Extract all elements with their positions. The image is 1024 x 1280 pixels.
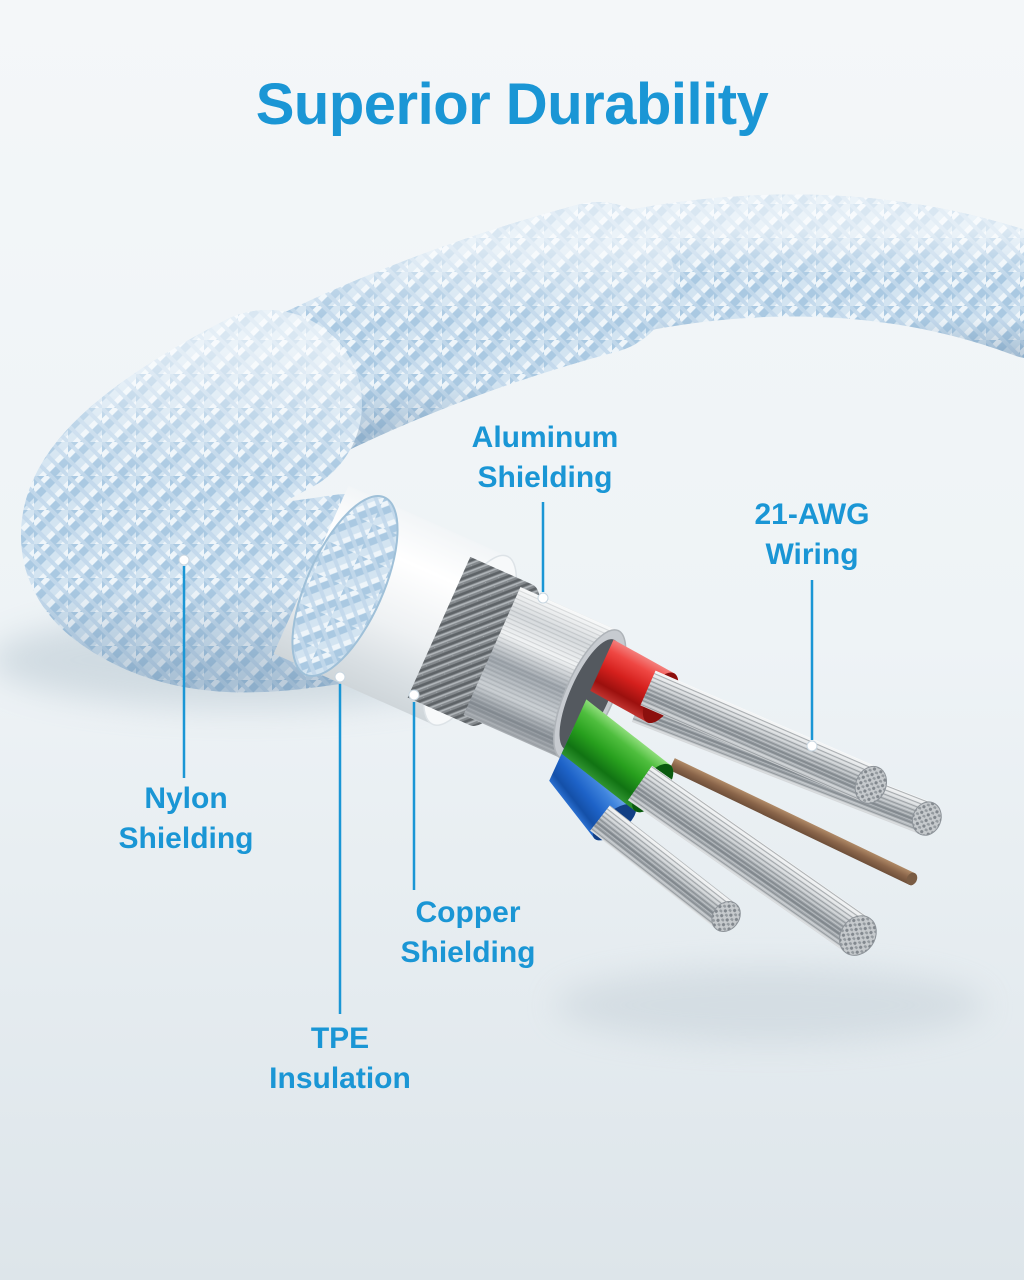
- callout-dot: [408, 689, 420, 701]
- callout-copper-shielding: Copper Shielding: [401, 689, 536, 969]
- callout-label: Shielding: [478, 461, 613, 494]
- wire-shadow: [555, 967, 985, 1043]
- callout-label: Aluminum: [472, 421, 619, 454]
- blue-wire-strands: [590, 805, 741, 932]
- callout-label: Shielding: [119, 822, 254, 855]
- callout-label: Insulation: [269, 1062, 411, 1095]
- page-title: Superior Durability: [256, 72, 769, 137]
- green-wire-strands: [627, 765, 877, 956]
- callout-label: 21-AWG: [754, 498, 869, 531]
- callout-dot: [334, 671, 346, 683]
- callout-dot: [806, 740, 818, 752]
- callout-label: Shielding: [401, 936, 536, 969]
- callout-label: Copper: [416, 896, 521, 929]
- cable-braid-end-cap: [291, 495, 399, 677]
- inner-wires: [545, 617, 942, 956]
- callout-label: Nylon: [144, 782, 227, 815]
- ground-wire-strand: [669, 758, 918, 886]
- cable-braid: [21, 194, 1024, 693]
- cable-braid-near-shade: [21, 310, 441, 693]
- callout-aluminum-shielding: Aluminum Shielding: [472, 421, 619, 604]
- callout-label: Wiring: [765, 538, 858, 571]
- callout-awg-wiring: 21-AWG Wiring: [754, 498, 870, 752]
- callout-label: TPE: [311, 1022, 369, 1055]
- callout-dot: [537, 592, 549, 604]
- callout-nylon-shielding: Nylon Shielding: [119, 554, 254, 855]
- callout-tpe-insulation: TPE Insulation: [269, 671, 411, 1095]
- red-wire-strands: [640, 670, 888, 804]
- callout-dot: [178, 554, 190, 566]
